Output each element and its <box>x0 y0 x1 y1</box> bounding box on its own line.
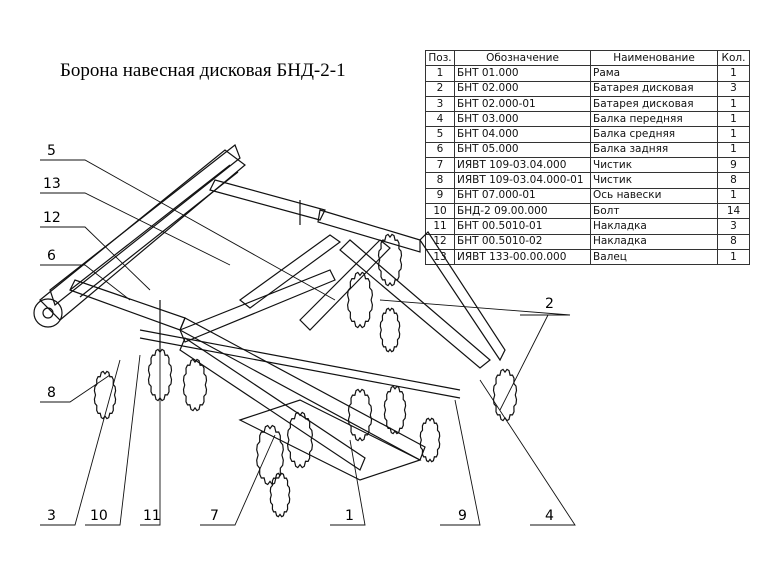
cell-name: Балка задняя <box>590 141 718 159</box>
disc <box>377 233 403 287</box>
cell-designation: ИЯВТ 133-00.00.000 <box>454 248 591 266</box>
cell-name: Ось навески <box>590 187 718 204</box>
callout-11: 11 <box>143 508 161 524</box>
frame <box>69 179 506 481</box>
cell-name: Накладка <box>590 233 718 250</box>
header-designation: Обозначение <box>454 49 591 67</box>
callout-6: 6 <box>47 248 56 264</box>
callout-2: 2 <box>545 296 554 312</box>
disc <box>286 411 314 469</box>
disc <box>182 358 208 412</box>
disc <box>347 388 373 442</box>
roller <box>33 144 246 328</box>
disc <box>419 417 441 463</box>
disc <box>93 370 117 420</box>
cell-name: Валец <box>590 248 718 266</box>
callout-8: 8 <box>47 385 56 401</box>
leader-lines <box>40 159 576 526</box>
drawing-title: Борона навесная дисковая БНД-2-1 <box>60 60 346 81</box>
cell-designation: ИЯВТ 109-03.04.000 <box>454 157 591 174</box>
cell-name: Накладка <box>590 218 718 235</box>
disc-batteries <box>93 233 518 518</box>
callout-4: 4 <box>545 508 554 524</box>
cell-designation: ИЯВТ 109-03.04.000-01 <box>454 172 591 189</box>
callout-7: 7 <box>210 508 219 524</box>
disc <box>379 307 401 353</box>
callout-9: 9 <box>458 508 467 524</box>
cell-qty: 1 <box>717 248 750 266</box>
callout-13: 13 <box>43 176 61 192</box>
disc <box>269 472 291 518</box>
callout-3: 3 <box>47 508 56 524</box>
callout-1: 1 <box>345 508 354 524</box>
cell-designation: БНТ 00.5010-01 <box>454 218 591 235</box>
cell-name: Чистик <box>590 157 718 174</box>
disc <box>383 385 407 435</box>
disc <box>346 271 374 329</box>
cell-designation: БНТ 02.000 <box>454 80 591 97</box>
disc <box>147 348 173 402</box>
cell-designation: БНТ 04.000 <box>454 126 591 143</box>
cell-qty: 1 <box>717 95 750 113</box>
callout-10: 10 <box>90 508 108 524</box>
disc <box>492 368 518 422</box>
callout-12: 12 <box>43 210 61 226</box>
cell-name: Балка средняя <box>590 126 718 143</box>
cell-qty: 3 <box>717 218 750 235</box>
callout-5: 5 <box>47 143 56 159</box>
table-header: Поз. Обозначение Наименование Кол. <box>425 49 750 67</box>
